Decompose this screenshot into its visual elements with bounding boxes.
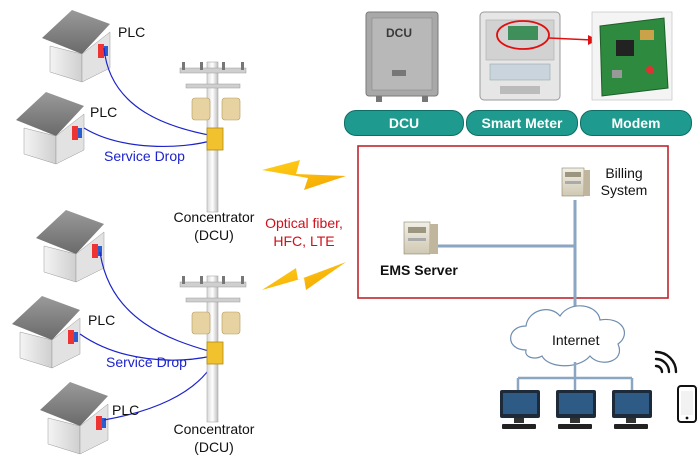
desktop-pc-icon [500,390,540,429]
plc-label: PLC [90,104,118,120]
concentrator-label-line2: (DCU) [194,439,234,455]
house-icon [36,210,105,283]
house-icon [12,296,81,369]
billing-line1: Billing [605,165,643,181]
wireless-link-bolt-icon [262,262,346,290]
dcu-box-text: DCU [386,26,412,40]
internet-cloud-icon [510,305,625,367]
client-cables [516,362,634,390]
device-label-modem: Modem [580,110,692,136]
utility-pole-icon [179,61,247,213]
ems-server-label: EMS Server [380,262,458,278]
desktop-pc-icon [612,390,652,429]
concentrator-label-line1: Concentrator [173,421,255,437]
smart-meter-icon [479,11,561,101]
billing-line2: System [600,182,648,198]
plc-label: PLC [88,312,116,328]
service-drop-lines [79,47,215,421]
wifi-icon [654,350,678,374]
concentrator-label: Concentrator (DCU) [166,208,262,244]
plc-label: PLC [112,402,140,418]
house-icon [42,10,111,83]
house-icon [16,92,85,165]
dcu-cabinet-icon [365,11,439,102]
house-icon [40,382,109,455]
network-cables [438,200,577,320]
billing-system-label: Billing System [594,165,654,199]
billing-server-icon [561,167,590,197]
link-media-line2: HFC, LTE [273,233,335,249]
service-drop-label: Service Drop [106,354,187,370]
concentrator-label-line1: Concentrator [173,209,255,225]
utility-pole-icon [179,275,247,423]
link-media-line1: Optical fiber, [265,215,343,231]
device-label-smart-meter: Smart Meter [466,110,578,136]
service-drop-label: Service Drop [104,148,185,164]
link-media-label: Optical fiber, HFC, LTE [252,214,356,250]
device-label-dcu: DCU [344,110,464,136]
plc-label: PLC [118,24,146,40]
wireless-link-bolt-icon [262,160,346,190]
internet-label: Internet [552,332,600,348]
mobile-phone-icon [677,385,697,423]
desktop-pc-icon [556,390,596,429]
concentrator-label-line2: (DCU) [194,227,234,243]
concentrator-label: Concentrator (DCU) [166,420,262,456]
ems-server-icon [403,221,438,255]
modem-board-icon [591,11,673,101]
